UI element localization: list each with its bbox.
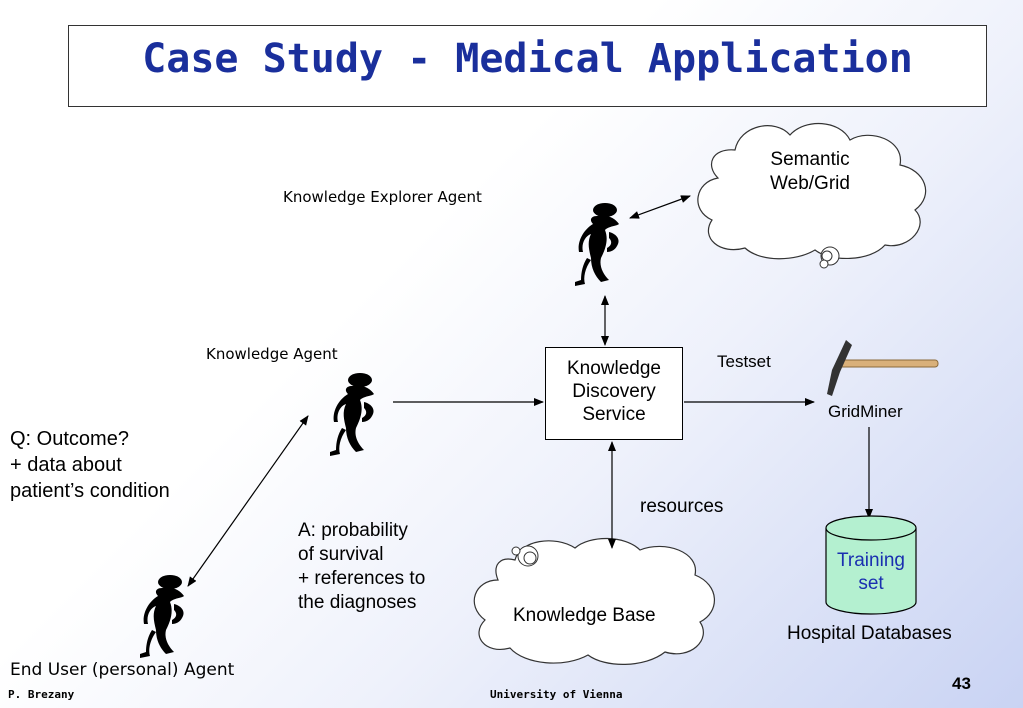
knowledge-agent-label: Knowledge Agent (206, 345, 338, 363)
footer-institution: University of Vienna (490, 688, 623, 701)
gridminer-label: GridMiner (828, 402, 903, 421)
training-set-cylinder (825, 515, 917, 615)
knowledge-explorer-agent-label: Knowledge Explorer Agent (283, 188, 482, 206)
semantic-web-cloud (697, 122, 927, 269)
knowledge-agent-figure (330, 373, 374, 456)
enduser-agent-arrow (187, 415, 309, 587)
resources-label: resources (640, 496, 724, 517)
question-label: Q: Outcome? + data about patient’s condi… (10, 428, 170, 502)
enduser-agent-figure (140, 575, 184, 658)
kds-box: Knowledge Discovery Service (545, 347, 683, 440)
explorer-semantic-arrow (629, 195, 691, 219)
slide-title: Case Study - Medical Application (142, 36, 913, 82)
footer-author: P. Brezany (8, 688, 75, 701)
knowledge-base-cloud (473, 537, 715, 665)
page-number: 43 (952, 674, 971, 693)
end-user-agent-label: End User (personal) Agent (10, 660, 235, 680)
knowledge-base-label: Knowledge Base (513, 605, 656, 626)
explorer-agent-figure (575, 203, 619, 286)
testset-label: Testset (717, 352, 771, 371)
training-set-label: Training set (837, 550, 905, 594)
title-box: Case Study - Medical Application (68, 25, 987, 107)
hospital-databases-label: Hospital Databases (787, 623, 952, 644)
semantic-web-label: Semantic Web/Grid (770, 149, 850, 194)
pickaxe-icon (827, 340, 939, 396)
answer-label: A: probability of survival + references … (298, 520, 426, 613)
